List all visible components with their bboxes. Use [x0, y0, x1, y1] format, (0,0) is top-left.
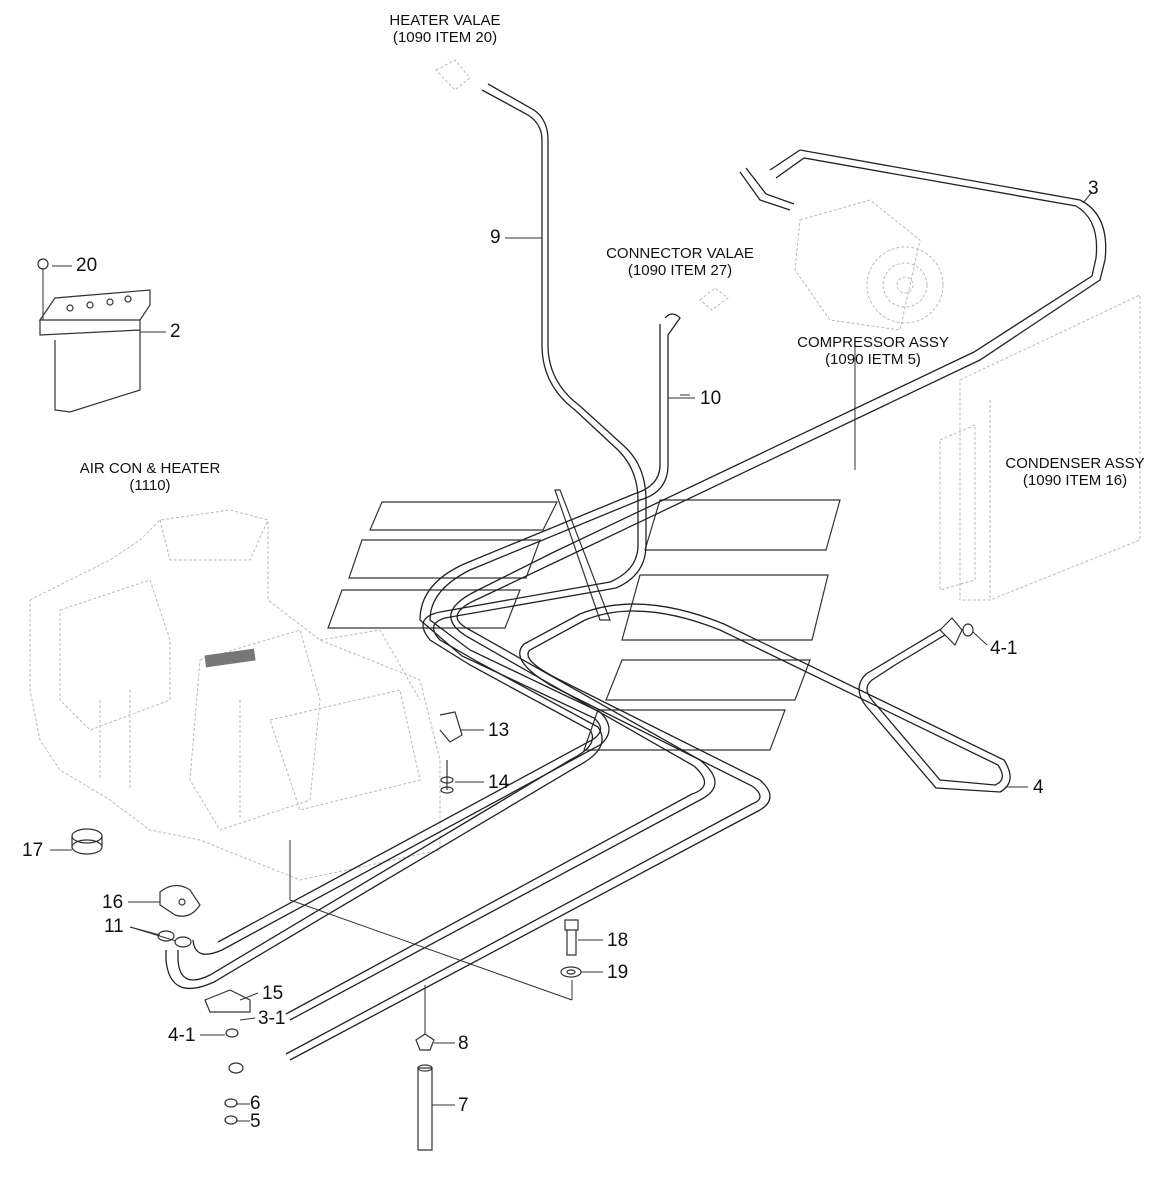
connector-valve-title: CONNECTOR VALAE — [606, 245, 754, 262]
air-con-heater-title: AIR CON & HEATER — [79, 460, 221, 477]
hose-10 — [192, 313, 681, 955]
compressor-ref: (1090 IETM 5) — [825, 351, 921, 368]
item-label-14: 14 — [488, 772, 510, 793]
cover-part-16 — [159, 884, 201, 917]
clip-part-8 — [415, 1033, 435, 1051]
air-con-heater-ref: (1110) — [129, 477, 171, 494]
connector-valve-callout: CONNECTOR VALAE (1090 ITEM 27) — [595, 245, 765, 279]
hose-9 — [177, 89, 639, 981]
grommet-part-17 — [71, 828, 103, 855]
item-label-10: 10 — [700, 388, 722, 409]
compressor-title: COMPRESSOR ASSY — [797, 334, 949, 351]
item-label-17: 17 — [22, 840, 44, 861]
condenser-ghost — [939, 294, 1141, 601]
item-label-20: 20 — [76, 255, 98, 276]
item-label-4-1-left: 4-1 — [168, 1025, 196, 1046]
item-label-19: 19 — [607, 962, 629, 983]
hose-4 — [289, 610, 1003, 1061]
item-label-15: 15 — [262, 983, 284, 1004]
bracket-part-13 — [439, 711, 463, 743]
item-label-11: 11 — [104, 916, 124, 937]
heater-valve-ghost — [435, 59, 471, 91]
item-label-3-1: 3-1 — [258, 1008, 286, 1029]
condenser-title: CONDENSER ASSY — [1005, 455, 1145, 472]
bolt-part-14 — [440, 760, 454, 794]
control-panel-part-2 — [37, 258, 151, 413]
leader-lines — [50, 191, 1093, 1122]
connector-valve-ref: (1090 ITEM 27) — [627, 262, 733, 279]
item-label-7: 7 — [458, 1095, 469, 1116]
item-label-3: 3 — [1088, 178, 1099, 199]
watermark-logo — [327, 489, 841, 751]
compressor-callout: COMPRESSOR ASSY (1090 IETM 5) — [788, 334, 958, 368]
air-con-heater-callout: AIR CON & HEATER (1110) — [68, 460, 232, 494]
washer-part-19 — [560, 966, 582, 978]
bolt-part-18 — [564, 919, 579, 956]
item-label-13: 13 — [488, 720, 510, 741]
item-label-4-1-right: 4-1 — [990, 638, 1018, 659]
oring-part-4-1 — [939, 617, 974, 647]
hose-3 — [289, 149, 1107, 1021]
item-label-4: 4 — [1033, 777, 1044, 798]
item-label-9: 9 — [490, 227, 501, 248]
condenser-ref: (1090 ITEM 16) — [1022, 472, 1128, 489]
plate-part-15 — [204, 989, 251, 1013]
item-label-18: 18 — [607, 930, 629, 951]
item-label-6: 6 — [250, 1093, 261, 1114]
item-label-16: 16 — [102, 892, 124, 913]
item-label-8: 8 — [458, 1033, 469, 1054]
connector-valve-ghost — [699, 287, 729, 311]
item-label-2: 2 — [170, 321, 181, 342]
air-con-heater-unit — [29, 509, 441, 881]
compressor-ghost — [794, 199, 944, 331]
tube-part-7 — [417, 1064, 433, 1151]
condenser-callout: CONDENSER ASSY (1090 ITEM 16) — [992, 455, 1158, 489]
heater-valve-title: HEATER VALAE — [389, 12, 501, 29]
heater-valve-callout: HEATER VALAE (1090 ITEM 20) — [375, 12, 515, 46]
item-label-5: 5 — [250, 1111, 261, 1132]
heater-valve-ref: (1090 ITEM 20) — [392, 29, 498, 46]
clamp-part-11 — [157, 930, 192, 948]
nut-parts-5-6 — [224, 1028, 244, 1125]
